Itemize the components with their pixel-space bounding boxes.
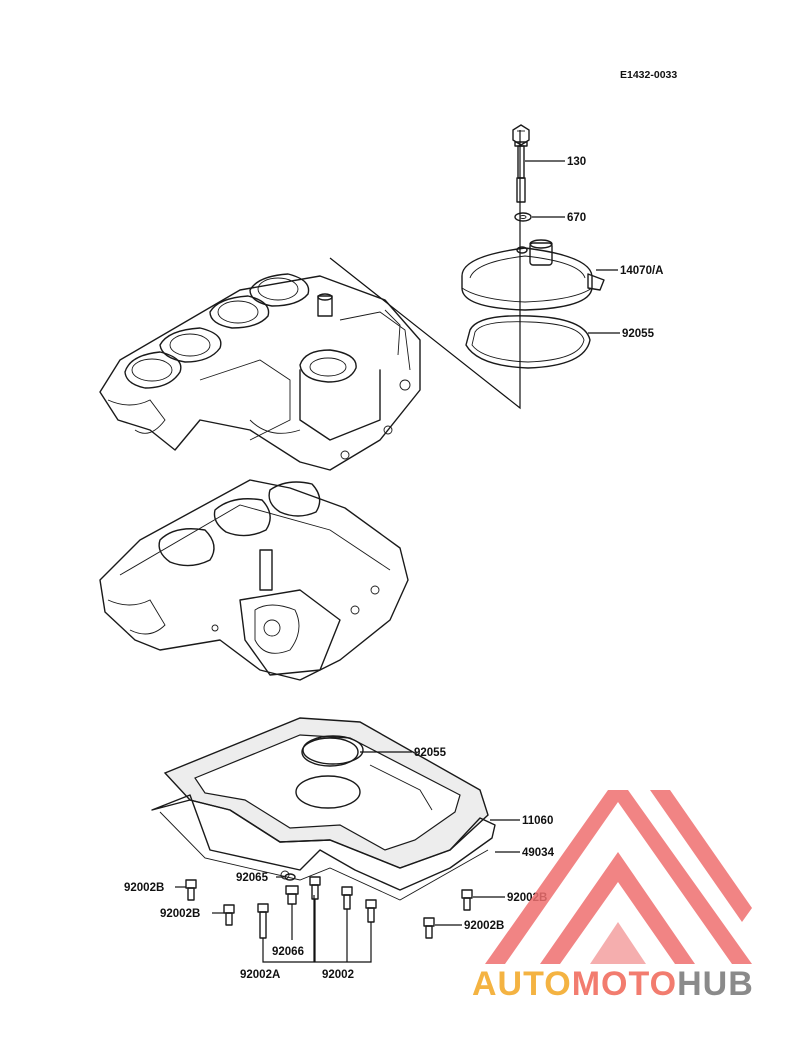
washer-670-icon — [514, 212, 532, 222]
label-92055-top: 92055 — [622, 328, 655, 340]
bolt-92002-icon — [309, 876, 377, 923]
label-92002: 92002 — [322, 969, 354, 981]
oil-pan-49034-icon — [151, 794, 496, 901]
label-92055-bottom: 92055 — [414, 747, 447, 759]
bolt-130-icon — [512, 124, 530, 203]
automotohub-logo-icon — [485, 790, 752, 964]
label-92002a: 92002A — [240, 969, 280, 981]
bolt-92002b-b-icon — [223, 904, 235, 926]
oring-92055-bottom-icon — [302, 735, 364, 765]
leader-92002 — [314, 899, 372, 963]
label-670: 670 — [567, 212, 586, 224]
gasket-11060-icon — [163, 717, 489, 869]
lower-crankcase-icon — [99, 479, 409, 681]
label-92065: 92065 — [236, 872, 269, 884]
label-49034: 49034 — [522, 847, 555, 859]
cover-14070a-icon — [461, 239, 605, 311]
label-130: 130 — [567, 156, 586, 168]
bolt-92002b-a-icon — [185, 879, 197, 901]
label-14070a: 14070/A — [620, 265, 663, 277]
watermark-brand: AUTOMOTOHUB — [472, 965, 754, 1003]
label-92002b-d: 92002B — [464, 920, 504, 932]
label-92002b-b: 92002B — [160, 908, 200, 920]
label-92002b-a: 92002B — [124, 882, 164, 894]
label-11060: 11060 — [522, 815, 553, 827]
bolt-92002b-d-icon — [423, 917, 435, 939]
oring-92055-top-icon — [465, 315, 591, 369]
diagram-code: E1432-0033 — [620, 69, 677, 81]
bolt-92002a-icon — [257, 903, 269, 939]
label-92066: 92066 — [272, 946, 304, 958]
plug-92066-icon — [285, 885, 299, 905]
alignment-line — [329, 130, 521, 410]
plug-92065-icon — [284, 873, 296, 881]
bolt-92002b-c-icon — [461, 889, 473, 911]
upper-crankcase-icon — [99, 273, 421, 471]
leader-92002a — [262, 895, 315, 963]
